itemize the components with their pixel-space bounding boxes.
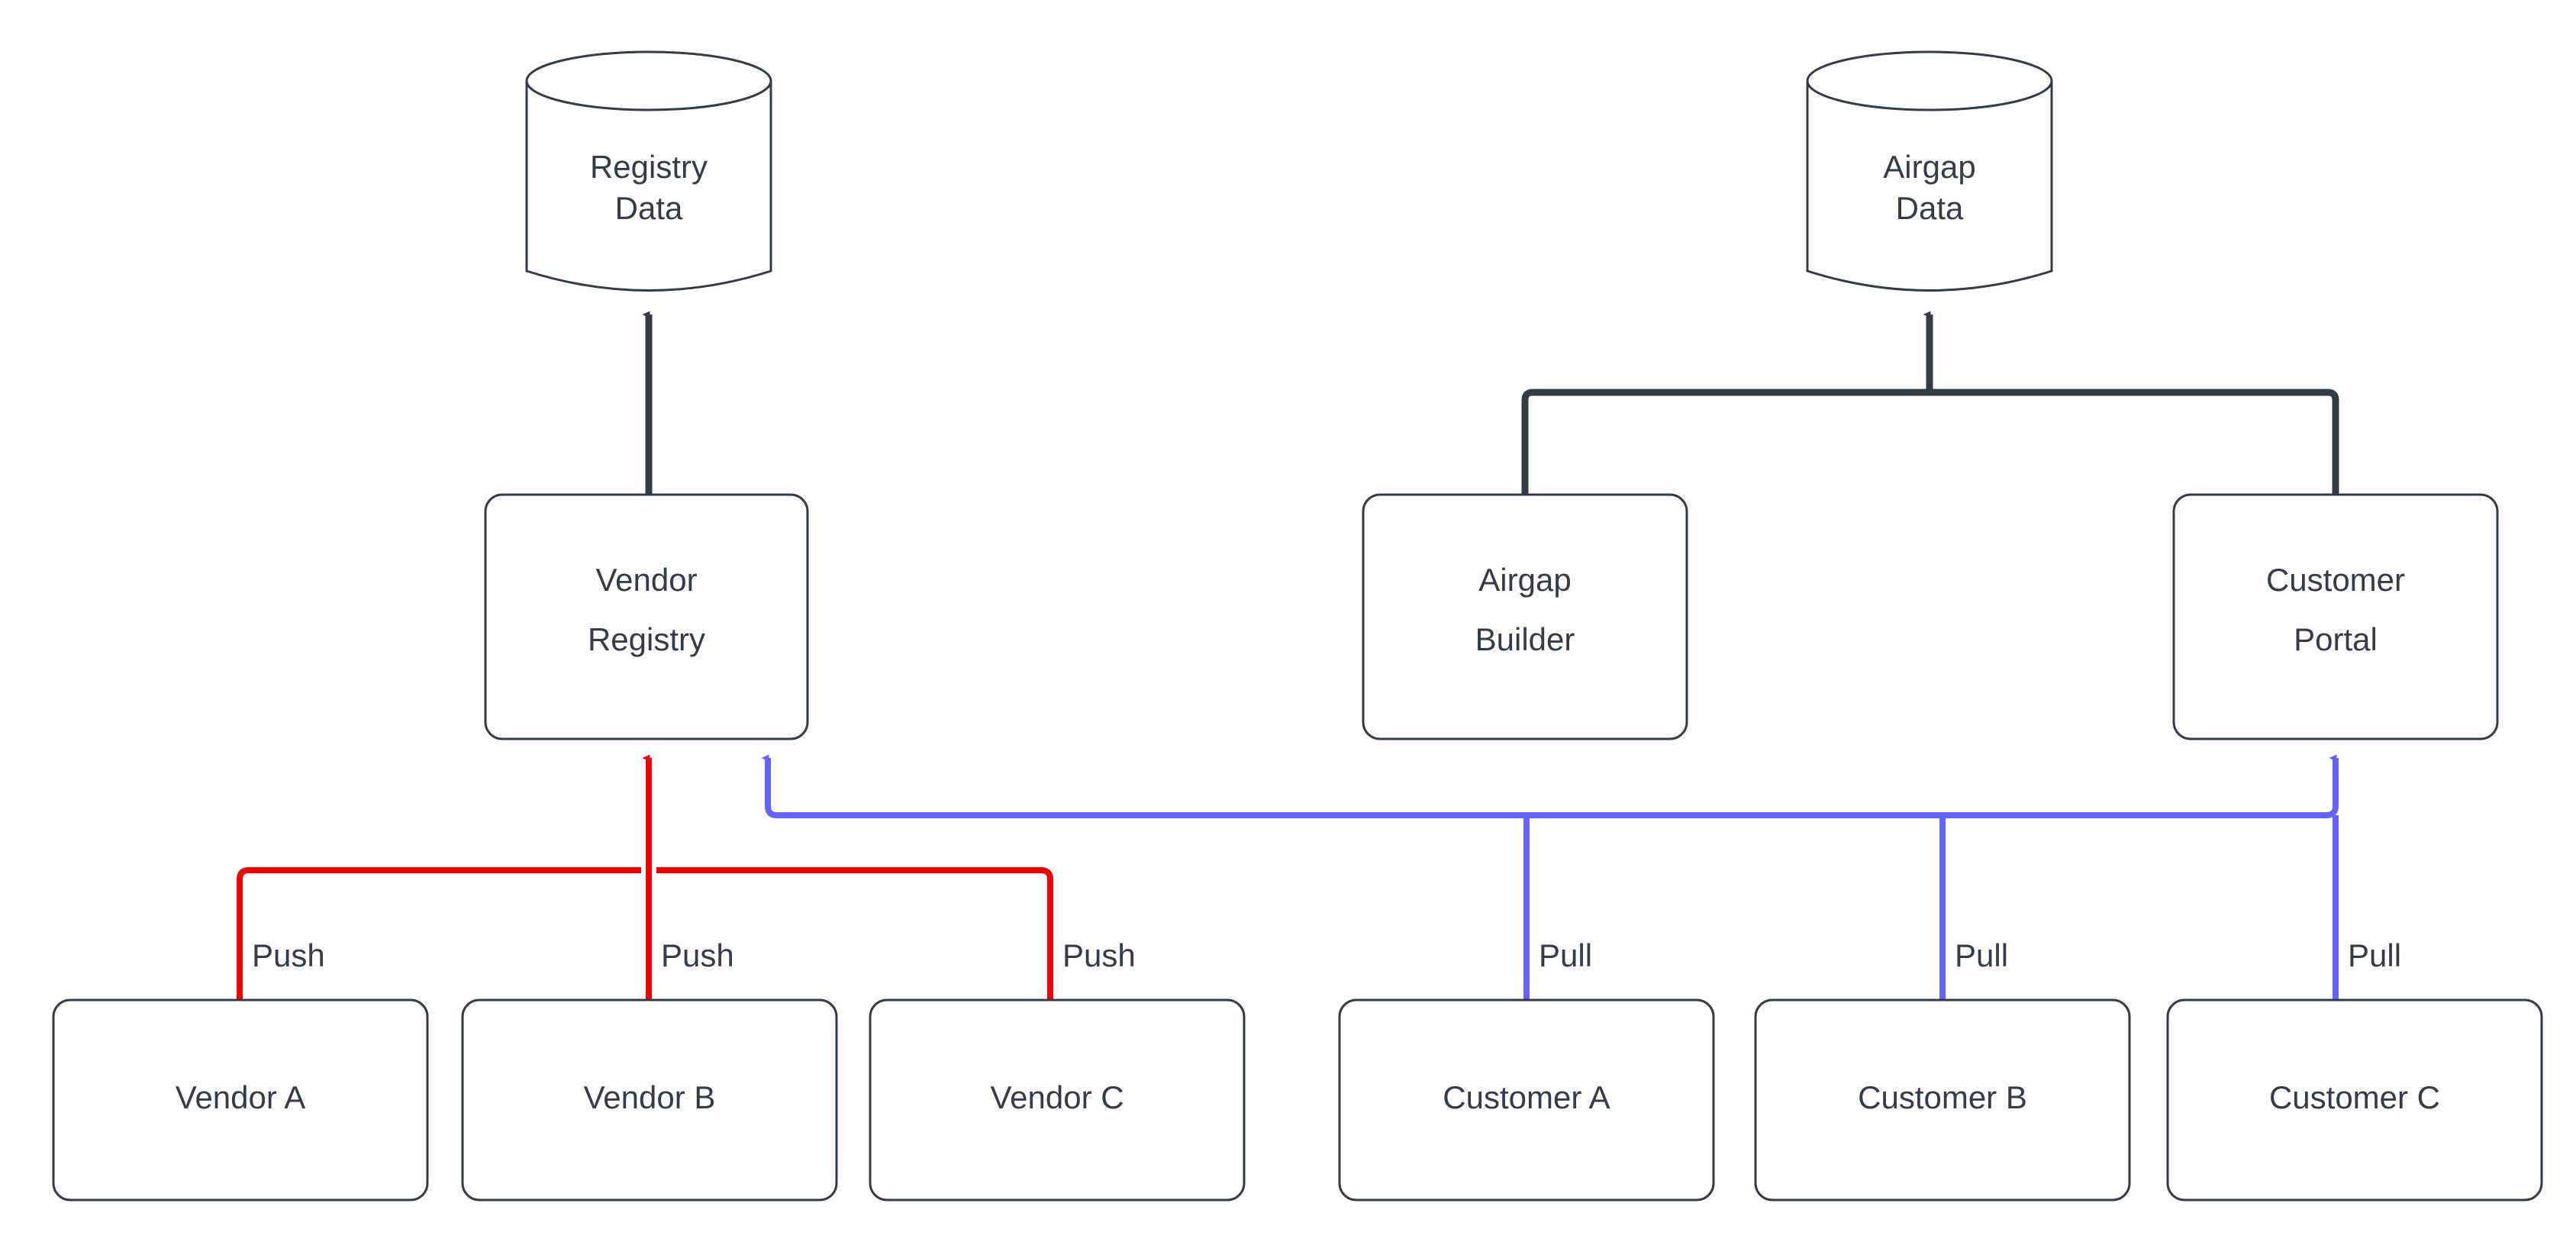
node-vendor-a-label: Vendor A xyxy=(176,1079,305,1115)
edge-customer-portal-to-airgap-data xyxy=(1930,389,2339,495)
node-customer-b[interactable]: Customer B xyxy=(1754,998,2131,1202)
node-vendor-registry-line1: Vendor xyxy=(595,562,697,598)
node-customer-b-label: Customer B xyxy=(1858,1079,2027,1115)
node-customer-c-label: Customer C xyxy=(2269,1079,2440,1115)
edge-push-bus xyxy=(237,754,1053,1000)
edge-label-customer-a: Pull xyxy=(1539,937,1592,973)
edge-pull-bus xyxy=(761,754,2339,1000)
node-airgap-builder-line2: Builder xyxy=(1475,621,1575,657)
node-vendor-c-label: Vendor C xyxy=(990,1079,1124,1115)
datastore-airgap-data[interactable]: Airgap Data xyxy=(1806,50,2053,292)
node-customer-a[interactable]: Customer A xyxy=(1338,998,1715,1202)
edge-label-vendor-c: Push xyxy=(1062,937,1136,973)
edge-label-customer-b: Pull xyxy=(1955,937,2008,973)
datastore-airgap-data-line2: Data xyxy=(1896,190,1964,226)
node-customer-portal-line2: Portal xyxy=(2294,621,2378,657)
node-vendor-c[interactable]: Vendor C xyxy=(869,998,1246,1202)
node-vendor-b-label: Vendor B xyxy=(584,1079,716,1115)
datastore-registry-data-line1: Registry xyxy=(590,149,708,185)
node-airgap-builder-line1: Airgap xyxy=(1478,562,1571,598)
node-vendor-registry[interactable]: Vendor Registry xyxy=(484,493,809,740)
node-vendor-a[interactable]: Vendor A xyxy=(52,998,429,1202)
node-customer-c[interactable]: Customer C xyxy=(2166,998,2543,1202)
node-customer-portal[interactable]: Customer Portal xyxy=(2172,493,2499,740)
node-airgap-builder[interactable]: Airgap Builder xyxy=(1362,493,1688,740)
edge-label-vendor-a: Push xyxy=(252,937,325,973)
datastore-airgap-data-line1: Airgap xyxy=(1883,149,1975,185)
edge-label-vendor-b: Push xyxy=(661,937,734,973)
node-customer-a-label: Customer A xyxy=(1443,1079,1610,1115)
edge-label-customer-c: Pull xyxy=(2348,937,2401,973)
edge-airgap-builder-to-airgap-data xyxy=(1521,389,1930,495)
node-vendor-b[interactable]: Vendor B xyxy=(461,998,838,1202)
node-customer-portal-line1: Customer xyxy=(2266,562,2405,598)
datastore-registry-data-line2: Data xyxy=(615,190,683,226)
datastore-registry-data[interactable]: Registry Data xyxy=(525,50,772,292)
node-vendor-registry-line2: Registry xyxy=(588,621,705,657)
